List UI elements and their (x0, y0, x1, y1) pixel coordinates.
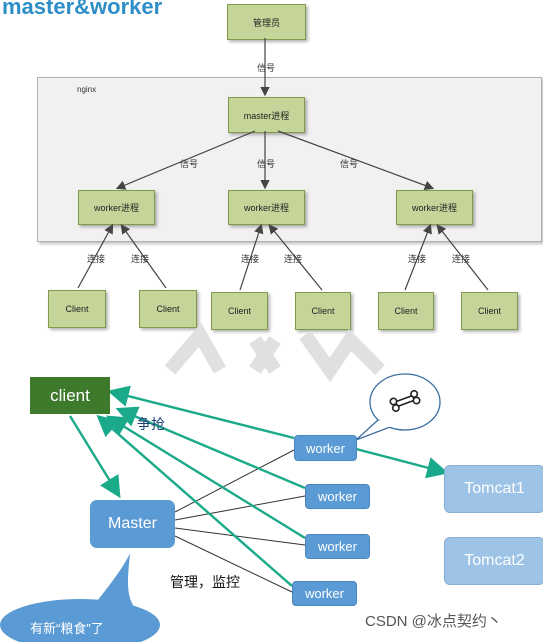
worker-process-box: worker进程 (78, 190, 155, 225)
worker-node: worker (305, 484, 370, 509)
client-label: Client (227, 306, 251, 316)
client-box: Client (139, 290, 197, 328)
connect-arrow (120, 224, 167, 289)
manage-line (174, 527, 306, 546)
background-mark (164, 322, 227, 375)
client-label: Client (394, 306, 418, 316)
client-box: Client (378, 292, 434, 330)
master-process-box: master进程 (228, 97, 305, 133)
worker-process-label: worker进程 (411, 203, 457, 213)
connect-arrow (404, 223, 432, 291)
worker-node: worker (294, 435, 357, 461)
compete-arrow (107, 385, 295, 440)
nginx-label: nginx (77, 85, 97, 94)
client-box: Client (295, 292, 351, 330)
worker-process-box: worker进程 (228, 190, 305, 225)
signal-label: 信号 (340, 159, 359, 169)
compete-arrow (115, 406, 306, 490)
connect-label: 连接 (131, 254, 150, 264)
tomcat-node: Tomcat2 (444, 537, 543, 585)
client-node: client (30, 377, 110, 414)
signal-arrow (115, 130, 256, 190)
compete-arrow (105, 415, 306, 540)
watermark-text: CSDN @冰点契约丶 (365, 613, 502, 630)
manager-label: 管理员 (252, 17, 280, 28)
connect-label: 连接 (284, 254, 303, 264)
manager-box: 管理员 (227, 4, 306, 40)
connect-label: 连接 (87, 254, 106, 264)
background-mark (299, 329, 385, 383)
connect-arrow (268, 224, 323, 291)
client-box: Client (461, 292, 518, 330)
forward-arrow (355, 447, 449, 479)
notify-arrow (68, 415, 121, 499)
client-box: Client (48, 290, 106, 328)
diagram-title: master&worker (2, 0, 163, 19)
compete-label: 争抢 (137, 416, 165, 432)
worker-process-box: worker进程 (396, 190, 473, 225)
worker-process-label: worker进程 (93, 203, 139, 213)
client-label: Client (477, 306, 501, 316)
manage-line (174, 535, 293, 593)
bubble-text: 有新“粮食”了 (30, 621, 104, 636)
worker-process-label: worker进程 (243, 203, 289, 213)
background-mark (249, 336, 281, 374)
speech-bubble (0, 553, 160, 642)
signal-label: 信号 (257, 63, 276, 73)
signal-label: 信号 (180, 159, 199, 169)
connect-arrow (77, 223, 114, 289)
connect-arrow (436, 224, 489, 291)
compete-arrow (96, 414, 293, 587)
client-box: Client (211, 292, 268, 330)
worker-node: worker (305, 534, 370, 559)
connect-arrow (239, 223, 264, 291)
worker-node: worker (292, 581, 357, 606)
signal-label: 信号 (257, 159, 276, 169)
client-label: Client (156, 304, 180, 314)
master-process-label: master进程 (243, 110, 290, 121)
signal-arrow (277, 130, 435, 191)
client-label: Client (311, 306, 335, 316)
manage-monitor-label: 管理，监控 (170, 574, 240, 590)
client-label: Client (65, 304, 89, 314)
master-node: Master (90, 500, 175, 548)
manage-line (174, 495, 306, 521)
tomcat-node: Tomcat1 (444, 465, 543, 513)
bone-icon (389, 389, 421, 413)
connect-label: 连接 (452, 254, 471, 264)
